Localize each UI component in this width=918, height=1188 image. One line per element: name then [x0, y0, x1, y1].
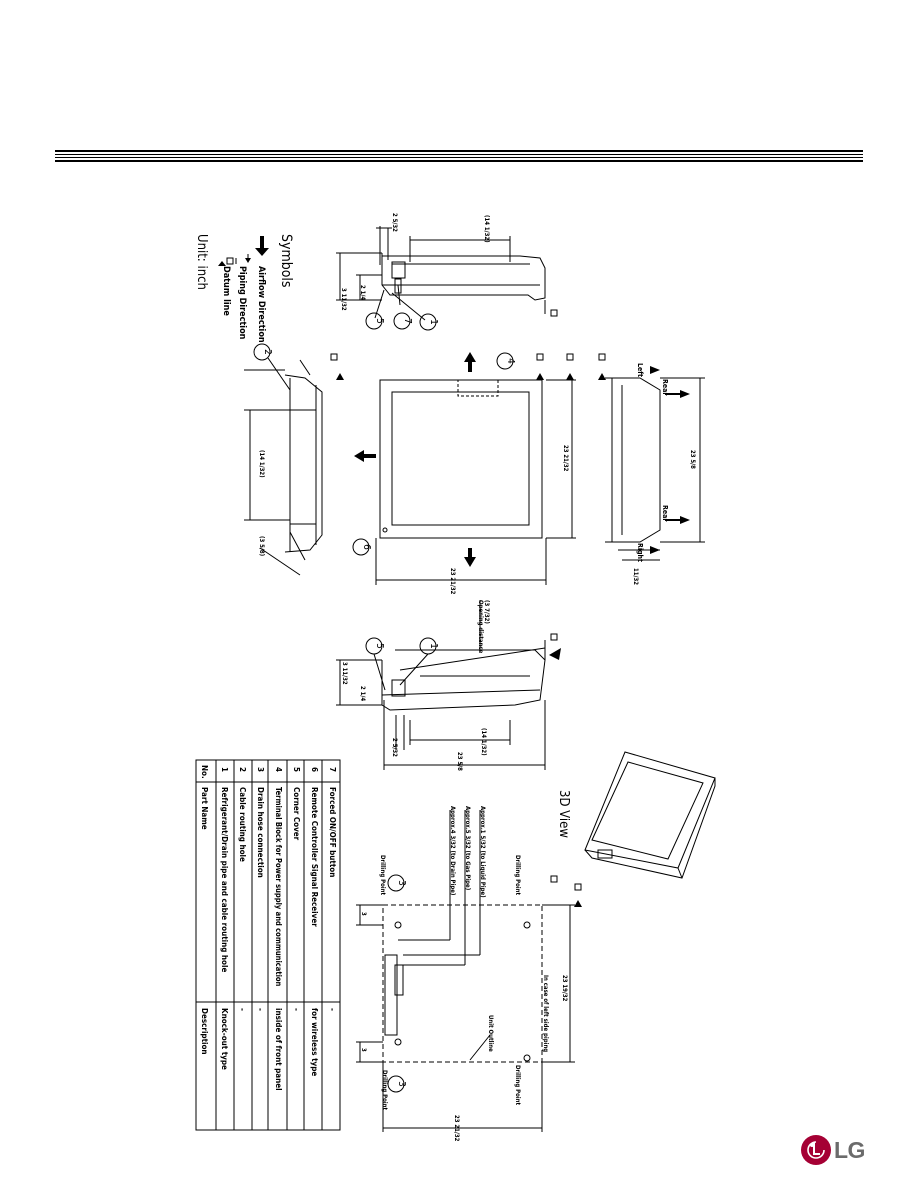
datum-symbol: [226, 257, 234, 265]
gas-pipe-label: Approx.5 3/32 (to Gas Pipe): [464, 806, 471, 890]
dim-left-width: (14 1/32): [258, 450, 265, 478]
brand-name: LG: [834, 1136, 865, 1163]
table-row-desc: -: [328, 1008, 337, 1011]
header-rule: [55, 150, 863, 162]
right-elevation: [605, 377, 705, 561]
label-right: Right: [636, 543, 644, 562]
unit-outline-label: Unit Outline: [487, 1015, 494, 1052]
dim-elev-depth: 11/32: [632, 568, 639, 585]
top-side-view: [336, 226, 546, 331]
dim-top-height: 3 11/32: [340, 288, 347, 311]
svg-text:3: 3: [396, 1081, 407, 1087]
table-row-name: Corner Cover: [292, 787, 301, 841]
svg-text:1: 1: [428, 643, 439, 649]
table-header-desc: Description: [200, 1008, 209, 1055]
legend-datum: Datum line: [221, 266, 231, 316]
dim-install-bottom-3: 3: [360, 1048, 367, 1052]
legend-title: Symbols: [278, 234, 294, 287]
table-row-name: Terminal Block for Power supply and comm…: [274, 787, 283, 987]
lg-logo: LG: [801, 1133, 865, 1167]
dim-opening: (3 7/32): [483, 600, 490, 624]
table-row-desc: inside of front panel: [274, 1008, 283, 1091]
dim-bottom-offset: 2 5/32: [391, 738, 398, 757]
svg-text:6: 6: [361, 544, 372, 550]
table-row-desc: -: [292, 1008, 301, 1011]
datum-markers: [330, 309, 606, 891]
dim-front-height: 23 21/32: [562, 445, 569, 472]
three-d-view: [584, 751, 716, 879]
table-row-no: 5: [292, 767, 301, 772]
legend-airflow: Airflow Direction: [256, 266, 266, 343]
dim-install-height: 23 19/32: [561, 975, 568, 1002]
bottom-side-view: [336, 600, 546, 770]
front-view: [352, 352, 576, 585]
drain-pipe-label: Approx.4 3/32 (to Drain Pipe): [449, 806, 456, 895]
dim-install-width: 23 21/32: [453, 1115, 460, 1142]
svg-text:2: 2: [262, 349, 273, 355]
table-row-name: Forced ON/OFF button: [328, 787, 337, 877]
table-row-name: Cable routing hole: [238, 787, 247, 862]
lg-logo-icon: [801, 1135, 831, 1165]
table-row-no: 7: [328, 767, 337, 772]
table-row-no: 2: [238, 767, 247, 772]
label-rear-top: Rear: [661, 379, 669, 396]
table-row-desc: -: [238, 1008, 247, 1011]
dim-top-offset: 2 5/32: [391, 213, 398, 232]
dim-bottom-height: 3 11/32: [341, 662, 348, 685]
legend-piping: Piping Direction: [237, 266, 247, 340]
label-rear-bottom: Rear: [661, 505, 669, 522]
left-piping-label: In case of left side piping: [542, 975, 549, 1052]
table-row-name: Drain hose connection: [256, 787, 265, 878]
table-row-no: 6: [310, 767, 319, 772]
opening-distance-label: Opening distance: [477, 600, 484, 654]
table-header-part: Part Name: [200, 787, 209, 830]
drilling-point-top-right: Drilling Point: [514, 855, 521, 895]
dim-install-top-3: 3: [360, 912, 367, 916]
svg-text:5: 5: [374, 318, 385, 324]
svg-text:5: 5: [374, 643, 385, 649]
table-row-no: 3: [256, 767, 265, 772]
legend-arrows: [218, 236, 269, 266]
table-row-no: 1: [220, 767, 229, 772]
installation-view: [356, 810, 575, 1132]
liquid-pipe-label: Approx.1 5/32 (to Liquid Pipe): [479, 806, 486, 898]
dim-top-depth: 2 1/4: [359, 285, 366, 300]
table-row-no: 4: [274, 767, 283, 772]
drilling-point-top-left: Drilling Point: [379, 855, 386, 895]
parts-table: [195, 759, 341, 1131]
svg-text:4: 4: [505, 358, 516, 364]
dim-elev-length: 23 5/8: [689, 450, 696, 469]
table-row-desc: for wireless type: [310, 1008, 319, 1076]
view-label-3d: 3D View: [556, 790, 571, 838]
label-left: Left: [636, 363, 644, 377]
dim-left-corner: (3 5/8): [258, 536, 265, 556]
drilling-point-bottom-left: Drilling Point: [381, 1070, 388, 1110]
dim-top-width: (14 1/32): [483, 215, 490, 243]
drilling-point-bottom-right: Drilling Point: [514, 1065, 521, 1105]
dim-bottom-depth: 2 1/4: [359, 686, 366, 701]
legend-unit: Unit: inch: [194, 234, 209, 290]
table-row-desc: -: [256, 1008, 265, 1011]
table-row-name: Refrigerant/Drain pipe and cable routing…: [220, 787, 229, 972]
svg-text:1: 1: [428, 319, 439, 325]
dim-front-width: 23 21/32: [449, 568, 456, 595]
table-row-name: Remote Controller Signal Receiver: [310, 787, 319, 927]
svg-text:3: 3: [396, 880, 407, 886]
svg-text:7: 7: [402, 318, 413, 324]
table-row-desc: Knock-out type: [220, 1008, 229, 1070]
table-header-no: No.: [200, 765, 209, 779]
dim-bottom-length: 23 5/8: [456, 752, 463, 771]
dim-bottom-width: (14 1/32): [480, 728, 487, 756]
left-elevation: [244, 343, 323, 576]
